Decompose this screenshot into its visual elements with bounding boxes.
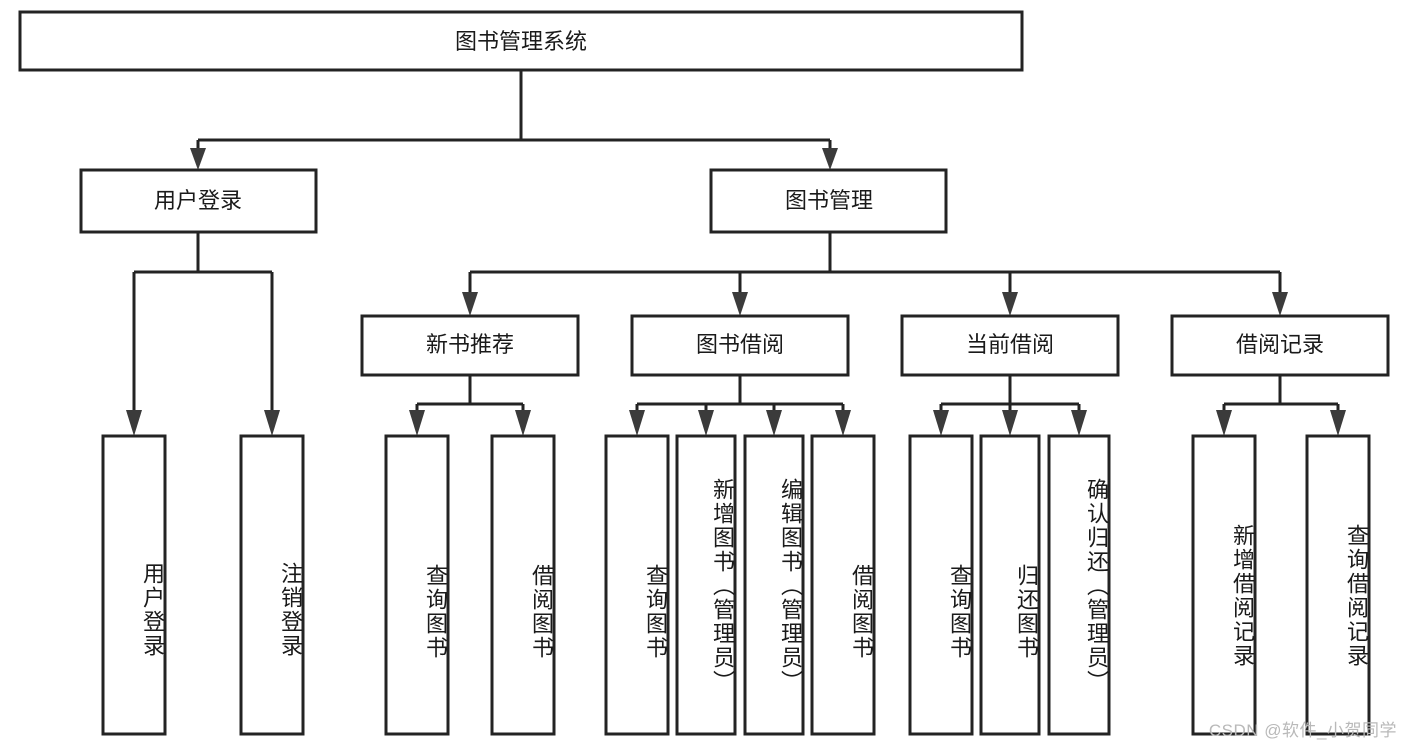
node-box-leaf-borrow-lend[interactable] (810, 434, 876, 736)
node-box-leaf-rec-query[interactable] (384, 434, 450, 736)
node-box-leaf-borrow-edit[interactable] (743, 434, 805, 736)
node-box-leaf-borrow-query[interactable] (604, 434, 670, 736)
arrowhead-record-add (1216, 410, 1232, 436)
arrowhead-current-confirm (1071, 410, 1087, 436)
node-box-leaf-current-return[interactable] (979, 434, 1041, 736)
csdn-watermark: CSDN @软件_小贺同学 (1208, 721, 1397, 740)
arrowhead-borrow-add (698, 410, 714, 436)
arrowhead-current-borrow (1002, 292, 1018, 316)
node-label-root: 图书管理系统 (455, 29, 587, 54)
arrowhead-borrow-record (1272, 292, 1288, 316)
arrowhead-current-query (933, 410, 949, 436)
node-box-current-borrow[interactable] (900, 314, 1120, 377)
node-label-borrow-record: 借阅记录 (1236, 332, 1324, 357)
arrowhead-leaf-user-login (126, 410, 142, 436)
node-box-leaf-current-confirm[interactable] (1047, 434, 1111, 736)
arrowhead-book-manage (822, 148, 838, 170)
arrowhead-new-book-rec (462, 292, 478, 316)
connector-layer (126, 70, 1346, 436)
node-label-user-login: 用户登录 (154, 188, 242, 213)
node-box-leaf-rec-borrow[interactable] (490, 434, 556, 736)
arrowhead-rec-query (409, 410, 425, 436)
node-box-root[interactable] (18, 10, 1024, 72)
node-label-book-borrow: 图书借阅 (696, 332, 784, 357)
arrowhead-rec-borrow (515, 410, 531, 436)
node-layer: 图书管理系统 用户登录 图书管理 新书推荐 图书借阅 当前借阅 借阅记录 (18, 10, 1390, 736)
node-box-borrow-record[interactable] (1170, 314, 1390, 377)
node-label-new-book-rec: 新书推荐 (426, 332, 514, 357)
node-box-book-borrow[interactable] (630, 314, 850, 377)
node-label-current-borrow: 当前借阅 (966, 332, 1054, 357)
node-label-book-manage: 图书管理 (785, 188, 873, 213)
arrowhead-book-borrow (732, 292, 748, 316)
node-box-new-book-rec[interactable] (360, 314, 580, 377)
arrowhead-borrow-query (629, 410, 645, 436)
node-box-leaf-user-login[interactable] (101, 434, 167, 736)
arrowhead-leaf-logout (264, 410, 280, 436)
arrowhead-current-return (1002, 410, 1018, 436)
node-box-book-manage[interactable] (709, 168, 948, 234)
node-box-leaf-current-query[interactable] (908, 434, 974, 736)
node-box-leaf-record-add[interactable] (1191, 434, 1257, 736)
arrowhead-record-query (1330, 410, 1346, 436)
arrowhead-borrow-lend (835, 410, 851, 436)
node-box-leaf-borrow-add[interactable] (675, 434, 737, 736)
node-box-user-login[interactable] (79, 168, 318, 234)
arrowhead-user-login (190, 148, 206, 170)
node-box-leaf-logout[interactable] (239, 434, 305, 736)
arrowhead-borrow-edit (766, 410, 782, 436)
node-box-leaf-record-query[interactable] (1305, 434, 1371, 736)
